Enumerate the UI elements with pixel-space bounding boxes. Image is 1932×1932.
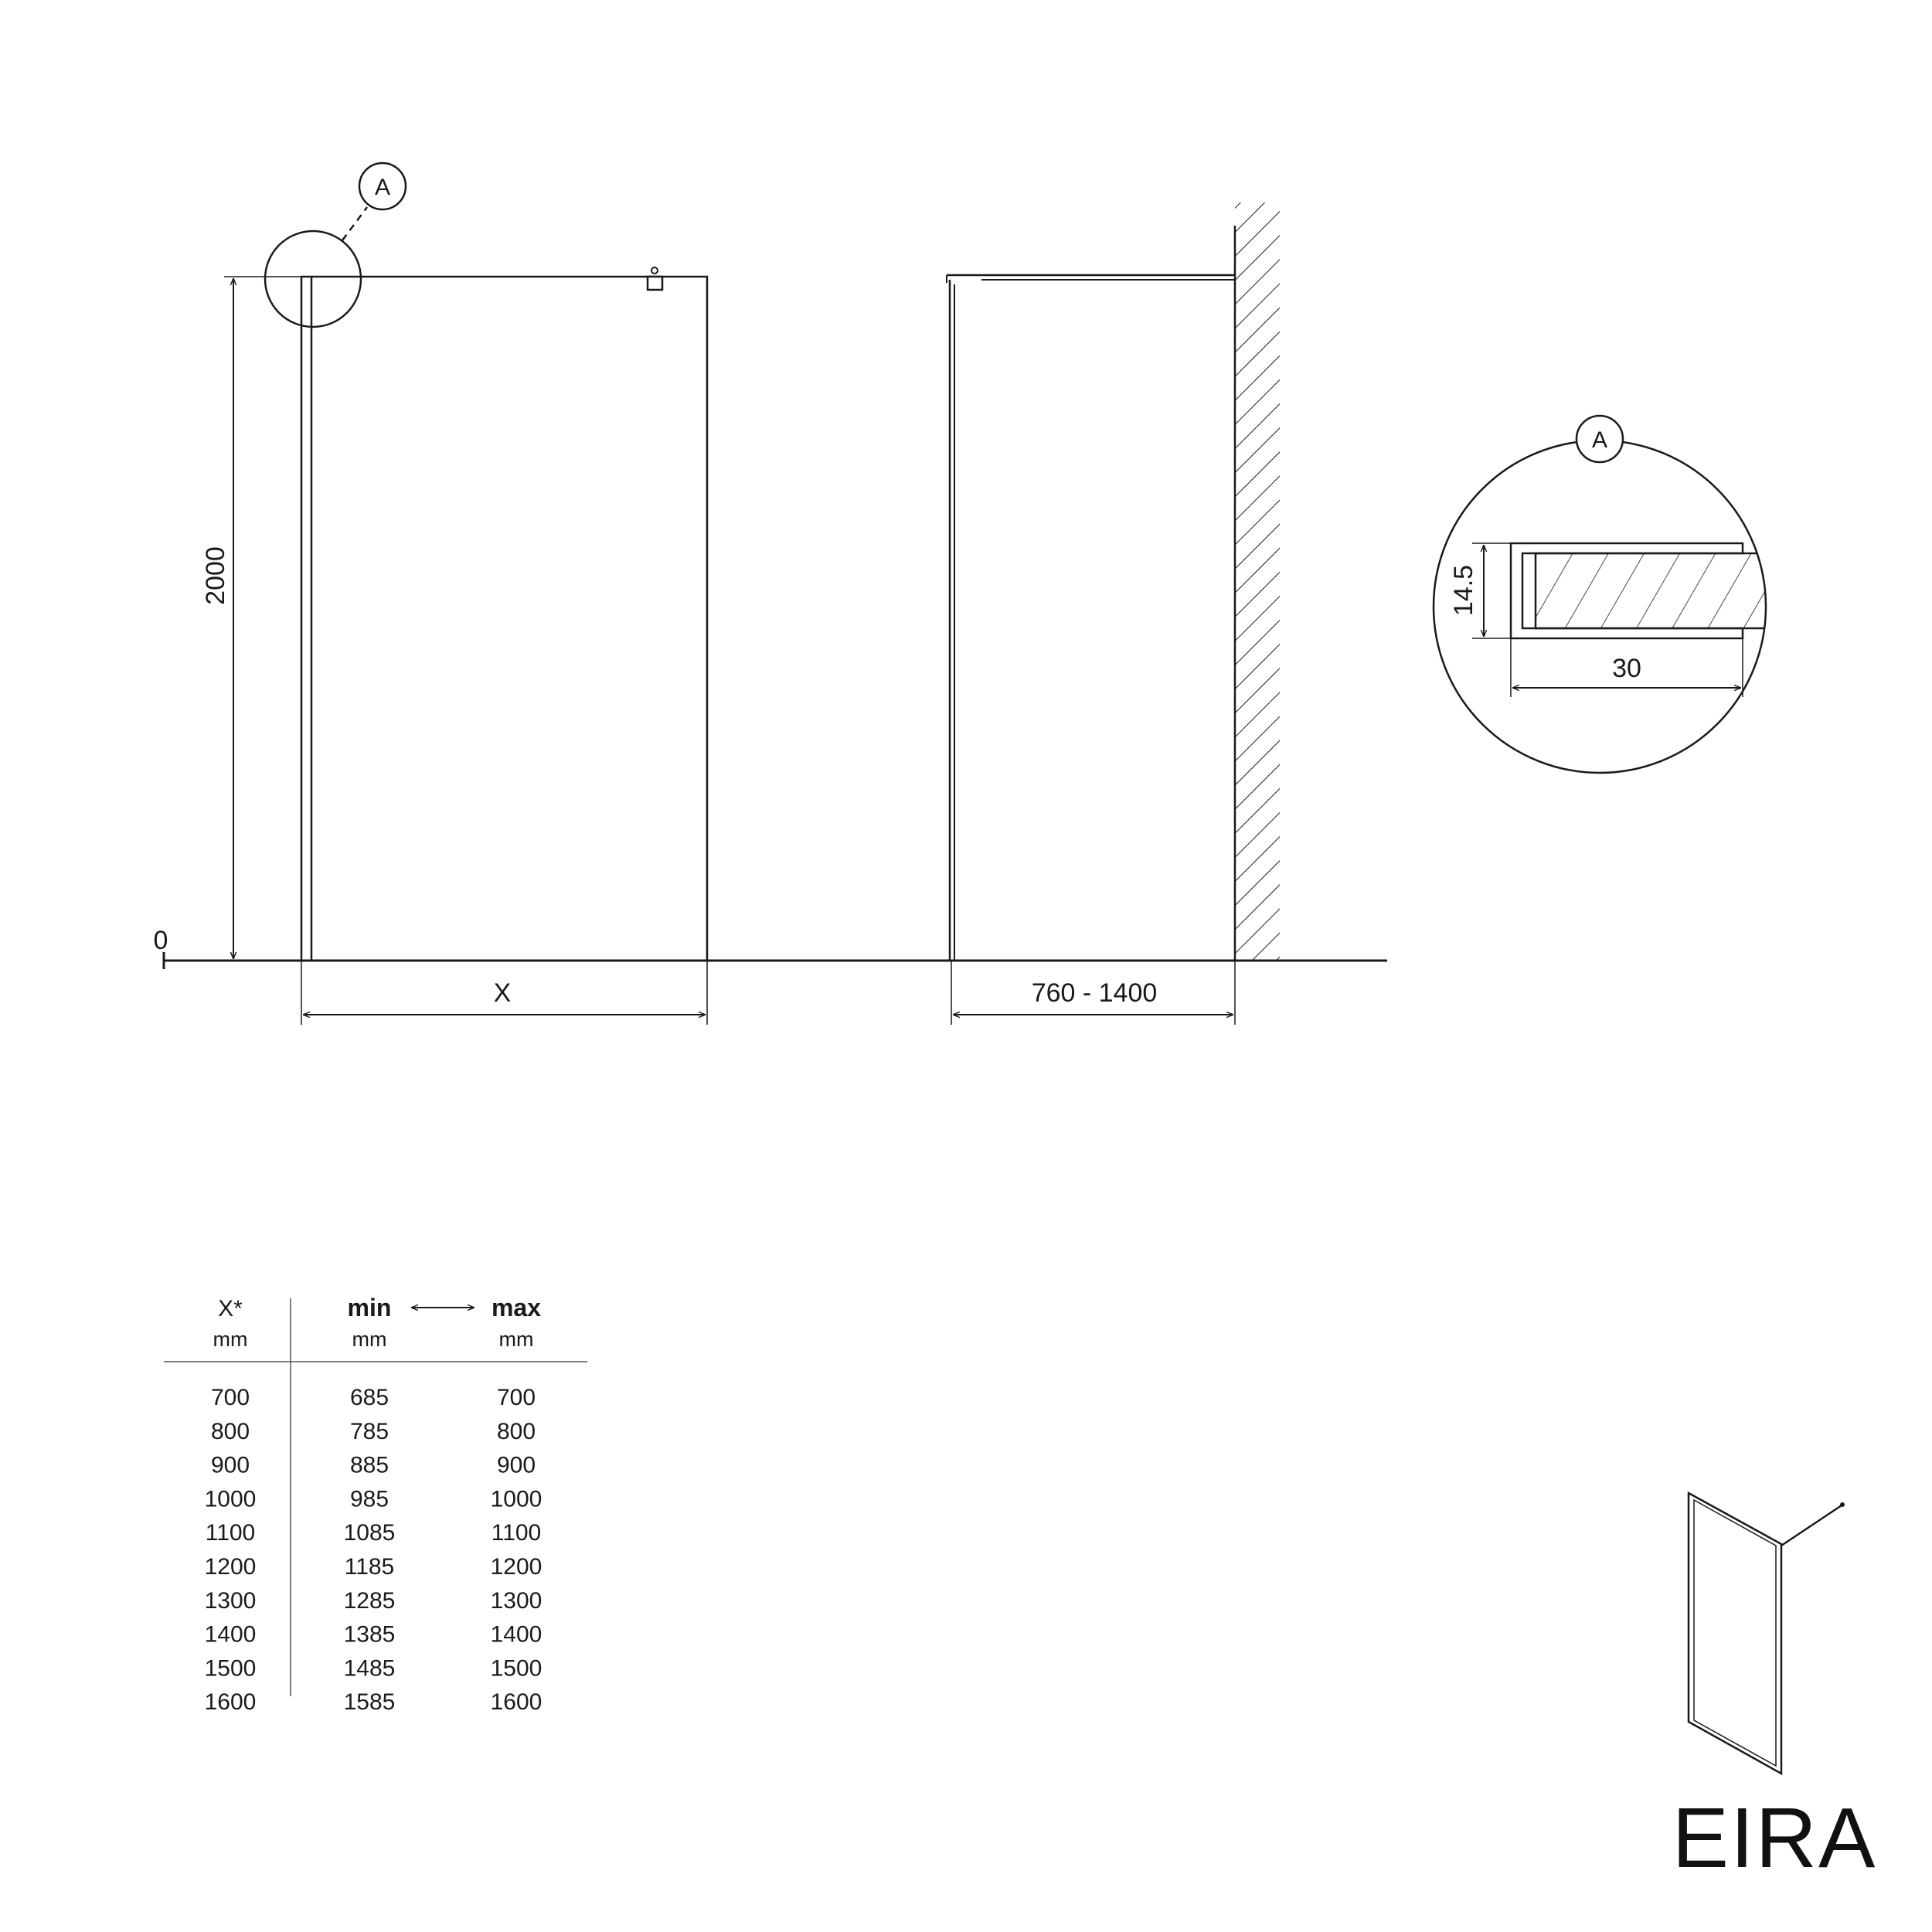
- table-cell-x: 1300: [205, 1588, 257, 1614]
- table-cell-x: 800: [211, 1419, 250, 1444]
- table-row: 1400 1385 1400: [205, 1622, 543, 1648]
- unit-x: mm: [213, 1328, 248, 1351]
- front-view: 0 A 2000 X: [154, 162, 1387, 1025]
- thumbnail-glass-inner: [1693, 1498, 1777, 1767]
- callout-label: A: [375, 175, 390, 200]
- table-cell-min: 1385: [344, 1622, 396, 1648]
- table-cell-min: 685: [350, 1385, 389, 1410]
- product-thumbnail-icon: [1687, 1491, 1845, 1776]
- table-cell-min: 985: [350, 1486, 389, 1512]
- height-label: 2000: [201, 546, 230, 605]
- table-cell-max: 1600: [491, 1689, 543, 1715]
- table-row: 1600 1585 1600: [205, 1689, 543, 1715]
- table-cell-x: 700: [211, 1385, 250, 1410]
- table-cell-x: 1200: [205, 1554, 257, 1580]
- table-cell-max: 800: [497, 1419, 536, 1444]
- table-cell-x: 1000: [205, 1486, 257, 1512]
- table-cell-x: 1100: [206, 1520, 256, 1546]
- glass-section: [1534, 552, 1766, 630]
- wall-hatching: [1235, 202, 1280, 961]
- zero-label: 0: [154, 926, 168, 955]
- unit-min: mm: [352, 1328, 387, 1351]
- table-cell-min: 885: [350, 1453, 389, 1478]
- table-cell-max: 1400: [491, 1622, 543, 1648]
- table-cell-min: 785: [350, 1419, 389, 1444]
- table-cell-min: 1485: [344, 1655, 396, 1681]
- table-cell-x: 900: [211, 1453, 250, 1478]
- header-max: max: [492, 1294, 541, 1321]
- table-cell-max: 1200: [491, 1554, 543, 1580]
- brand-name: EIRA: [1672, 1791, 1877, 1886]
- table-cell-min: 1585: [344, 1689, 396, 1715]
- stabilizer-bracket: [646, 275, 664, 291]
- table-row: 700 685 700: [211, 1385, 536, 1410]
- table-cell-max: 700: [497, 1385, 536, 1410]
- callout-leader: [341, 206, 369, 241]
- bracket-knob: [651, 267, 658, 274]
- detail-a: 14.5 30 A: [1432, 414, 1767, 774]
- table-cell-min: 1185: [345, 1554, 395, 1580]
- table-row: 1500 1485 1500: [205, 1655, 543, 1681]
- table-cell-max: 900: [497, 1453, 536, 1478]
- detail-callout-label: A: [1592, 427, 1607, 453]
- table-row: 1000 985 1000: [205, 1486, 543, 1512]
- table-cell-max: 1100: [492, 1520, 542, 1546]
- thumbnail-glass-outline: [1687, 1491, 1783, 1776]
- header-min: min: [348, 1294, 392, 1321]
- wall-profile: [300, 275, 313, 962]
- unit-max: mm: [499, 1328, 534, 1351]
- table-cell-x: 1500: [205, 1655, 257, 1681]
- table-cell-x: 1400: [205, 1622, 257, 1648]
- depth-label: 760 - 1400: [1032, 978, 1158, 1008]
- table-cell-max: 1000: [491, 1486, 543, 1512]
- detail-callout-bubble: [1575, 414, 1624, 464]
- width-label: X: [494, 978, 512, 1008]
- callout-bubble: [358, 162, 407, 211]
- detail-callout-circle: [264, 230, 362, 328]
- header-x: X*: [218, 1296, 243, 1321]
- table-row: 800 785 800: [211, 1419, 536, 1444]
- table-row: 1200 1185 1200: [205, 1554, 543, 1580]
- detail-width-label: 30: [1612, 654, 1641, 683]
- table-row: 900 885 900: [211, 1453, 536, 1478]
- glass-panel: [311, 275, 709, 961]
- thumbnail-wall-mount: [1840, 1502, 1845, 1507]
- table-cell-max: 1500: [491, 1655, 543, 1681]
- table-cell-min: 1285: [344, 1588, 396, 1614]
- table-rows: 700 685 700 800 785 800 900 885 900 1000 985 1000 11…: [205, 1385, 543, 1715]
- table-cell-x: 1600: [205, 1689, 257, 1715]
- thickness-label: 14.5: [1449, 565, 1478, 616]
- thumbnail-stabilizer: [1781, 1504, 1842, 1547]
- table-row: 1300 1285 1300: [205, 1588, 543, 1614]
- table-cell-min: 1085: [344, 1520, 396, 1546]
- size-table: X* min max mm mm mm 700 685 700 800 785 800 90…: [164, 1294, 587, 1715]
- table-row: 1100 1085 1100: [206, 1520, 542, 1546]
- table-cell-max: 1300: [491, 1588, 543, 1614]
- side-view: 760 - 1400: [946, 202, 1280, 1025]
